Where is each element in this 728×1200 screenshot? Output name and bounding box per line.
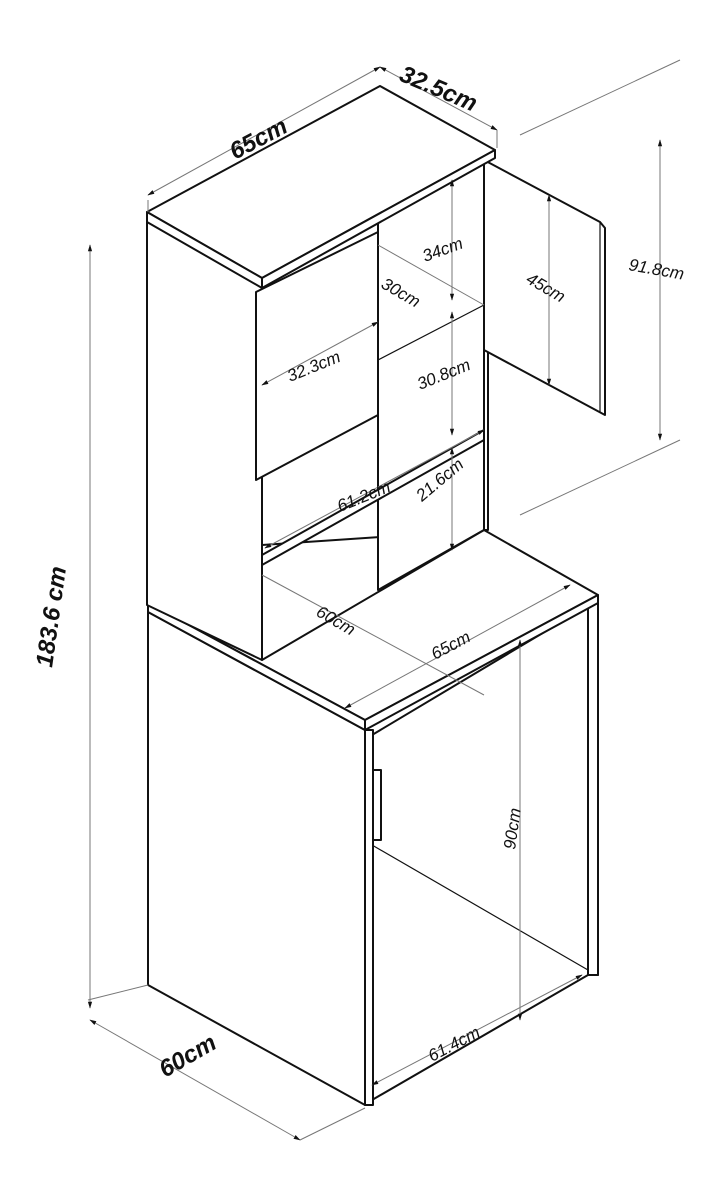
hutch-left-side bbox=[146, 219, 263, 661]
label-hutch-height: 91.8cm bbox=[627, 255, 685, 283]
label-base-depth: 60cm bbox=[155, 1029, 222, 1083]
right-door-open bbox=[483, 159, 606, 416]
dimension-lines bbox=[87, 59, 681, 1141]
desk-back-panel-edge bbox=[371, 844, 589, 971]
desk-drawer-handle bbox=[372, 769, 382, 841]
desk-right-leg bbox=[587, 599, 599, 976]
label-total-height: 183.6 cm bbox=[31, 565, 72, 669]
upper-shelf bbox=[377, 304, 485, 361]
desk-left-panel-edge bbox=[364, 729, 374, 1106]
hutch-top-side-edge bbox=[261, 149, 496, 289]
